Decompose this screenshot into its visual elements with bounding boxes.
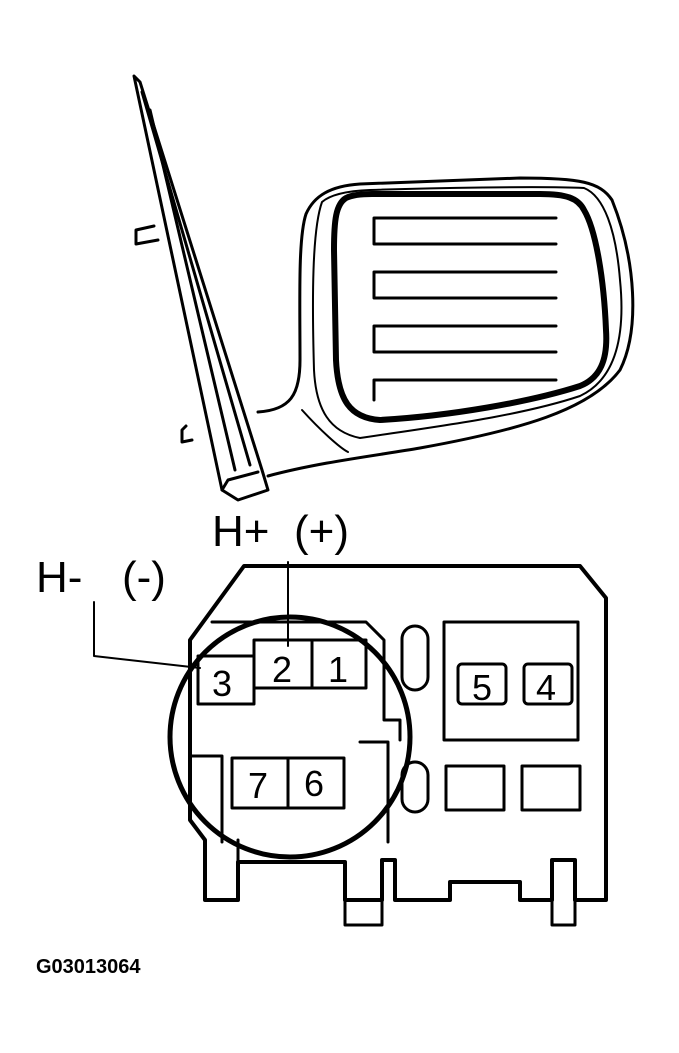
connector-inner-frame (188, 620, 402, 844)
label-h-plus: H+ (212, 507, 269, 556)
pin-cells (196, 638, 574, 810)
pin-3-label: 3 (212, 663, 232, 704)
pin-2-label: 2 (272, 649, 292, 690)
pin-7-label: 7 (248, 765, 268, 806)
connector-slots (400, 620, 582, 814)
label-h-plus-sign: (+) (294, 507, 349, 556)
pin-5-label: 5 (472, 667, 492, 708)
figure-code: G03013064 (36, 956, 141, 978)
pin-4-label: 4 (536, 667, 556, 708)
label-h-minus: H- (36, 553, 82, 602)
heater-grid (372, 216, 558, 402)
mirror-arm (132, 74, 270, 502)
connector-legs (203, 838, 577, 927)
connector-highlight-circle (167, 614, 413, 860)
pin-6-label: 6 (304, 763, 324, 804)
label-h-minus-sign: (-) (122, 553, 166, 602)
pin-1-label: 1 (328, 649, 348, 690)
leader-lines (93, 561, 289, 669)
mirror-glass (331, 191, 610, 423)
mirror-housing (256, 176, 635, 478)
